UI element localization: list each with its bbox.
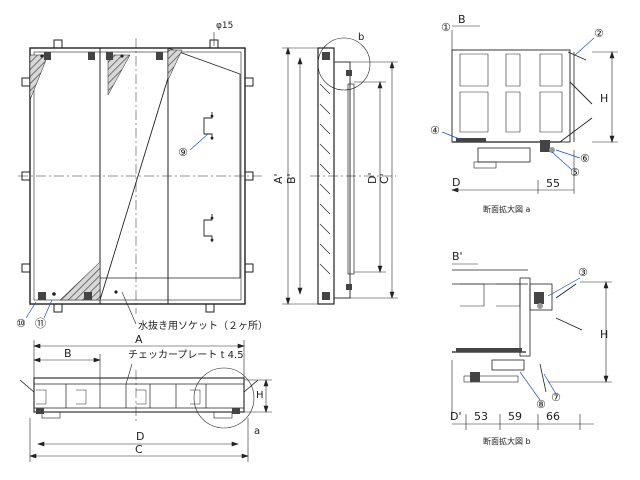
part-4-label: ④ (430, 124, 440, 137)
part-10-label: ⑩ (16, 317, 26, 330)
part-6-label: ⑥ (580, 152, 590, 165)
part-9-label: ⑨ (178, 146, 188, 159)
part-11-label: ⑪ (35, 317, 46, 330)
label-a-detail: a (254, 426, 260, 437)
part-2-label: ② (594, 27, 604, 40)
label-B-prime-detail-b: B' (452, 250, 463, 263)
label-D-section: D (136, 430, 144, 443)
dim-59: 59 (508, 410, 522, 423)
part-8-label: ⑧ (536, 398, 546, 411)
label-B-detail-a: B (458, 13, 466, 26)
detail-b-caption: 断面拡大図 b (483, 436, 531, 446)
label-H-section: H (256, 390, 264, 401)
label-A: A (135, 333, 143, 346)
label-b-detail: b (358, 32, 364, 43)
label-A-prime: A' (272, 173, 285, 184)
hatch-top-center (107, 54, 131, 96)
detail-a-caption: 断面拡大図 a (483, 204, 531, 214)
dim-55: 55 (546, 177, 560, 190)
plan-inner-frame (33, 51, 242, 301)
plan-diagonal-section (99, 51, 177, 301)
label-B-section: B (64, 347, 72, 360)
side-ribs (319, 83, 331, 275)
detail-a-view (451, 49, 593, 169)
plan-view (18, 38, 262, 314)
checker-plate-label: チェッカープレート t 4.5 (128, 349, 244, 361)
dim-66: 66 (546, 410, 560, 423)
part-5-label: ⑤ (570, 166, 580, 179)
label-D-detail-a: D (452, 176, 460, 189)
hatch-top-right (167, 49, 183, 81)
label-C: C (135, 443, 143, 456)
label-D-prime-detail-b: D' (450, 410, 462, 423)
section-body (33, 377, 245, 413)
label-C-prime: C' (378, 173, 391, 184)
part-3-label: ③ (578, 266, 588, 279)
label-H-detail-a: H (600, 92, 608, 105)
plan-bolts (40, 54, 214, 296)
side-dimensions (282, 47, 398, 305)
label-B-prime: B' (285, 173, 298, 184)
side-cover (333, 61, 351, 299)
drain-socket-label: 水抜き用ソケット（２ヶ所） (138, 319, 268, 332)
hatch-bottom-left (59, 261, 101, 301)
detail-b-circle (317, 37, 371, 91)
detail-b-view (451, 269, 583, 420)
section-view (19, 367, 259, 429)
label-D-prime: D' (366, 173, 379, 185)
side-view (310, 37, 396, 305)
hatch-top-left (29, 54, 49, 101)
detail-a-circle (193, 367, 255, 429)
section-ribs (65, 384, 207, 408)
dim-53: 53 (474, 410, 488, 423)
label-H-detail-b: H (600, 328, 608, 341)
part-7-label: ⑦ (551, 391, 561, 404)
hole-label: φ15 (216, 21, 233, 31)
section-dimensions (29, 340, 272, 462)
plan-blocks (38, 52, 163, 300)
part-1-label: ① (441, 21, 451, 34)
